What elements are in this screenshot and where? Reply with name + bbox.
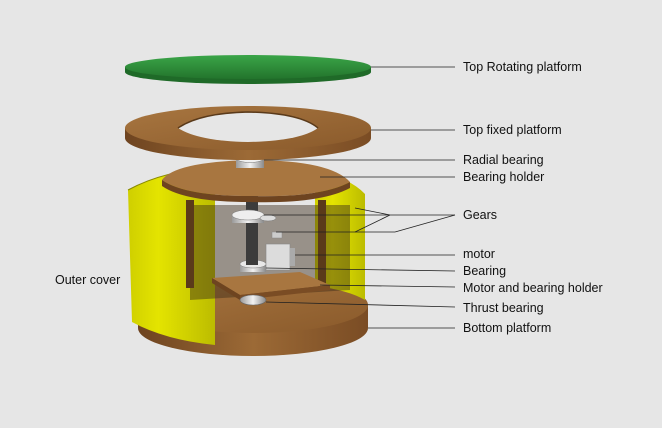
support-post-left [186, 200, 194, 288]
bearing-holder-part [162, 160, 350, 203]
leader-bearing [265, 267, 456, 272]
label-top-rotating-platform: Top Rotating platform [463, 60, 582, 74]
label-bottom-platform: Bottom platform [463, 321, 552, 335]
support-post-right [318, 200, 326, 288]
label-top-fixed-platform: Top fixed platform [463, 123, 562, 137]
label-radial-bearing: Radial bearing [463, 153, 544, 167]
label-motor-and-bearing-holder: Motor and bearing holder [463, 281, 603, 295]
label-thrust-bearing: Thrust bearing [463, 301, 544, 315]
leader-thrust-bearing [265, 301, 456, 308]
leader-motor-holder [319, 284, 456, 288]
leader-gears-join [394, 214, 456, 233]
leader-cover-edge-1 [354, 207, 391, 216]
motor-and-bearing-holder [212, 272, 330, 300]
leader-cover-edge-2 [354, 214, 391, 233]
leader-lines [264, 66, 456, 329]
label-bearing-holder: Bearing holder [463, 170, 545, 184]
top-rotating-platform [125, 55, 371, 84]
label-motor: motor [463, 247, 495, 261]
label-bearing: Bearing [463, 264, 507, 278]
thrust-bearing [239, 294, 267, 306]
label-gears: Gears [463, 208, 498, 222]
motor-part [265, 231, 295, 271]
label-outer-cover: Outer cover [55, 273, 121, 287]
top-fixed-platform [125, 106, 371, 160]
